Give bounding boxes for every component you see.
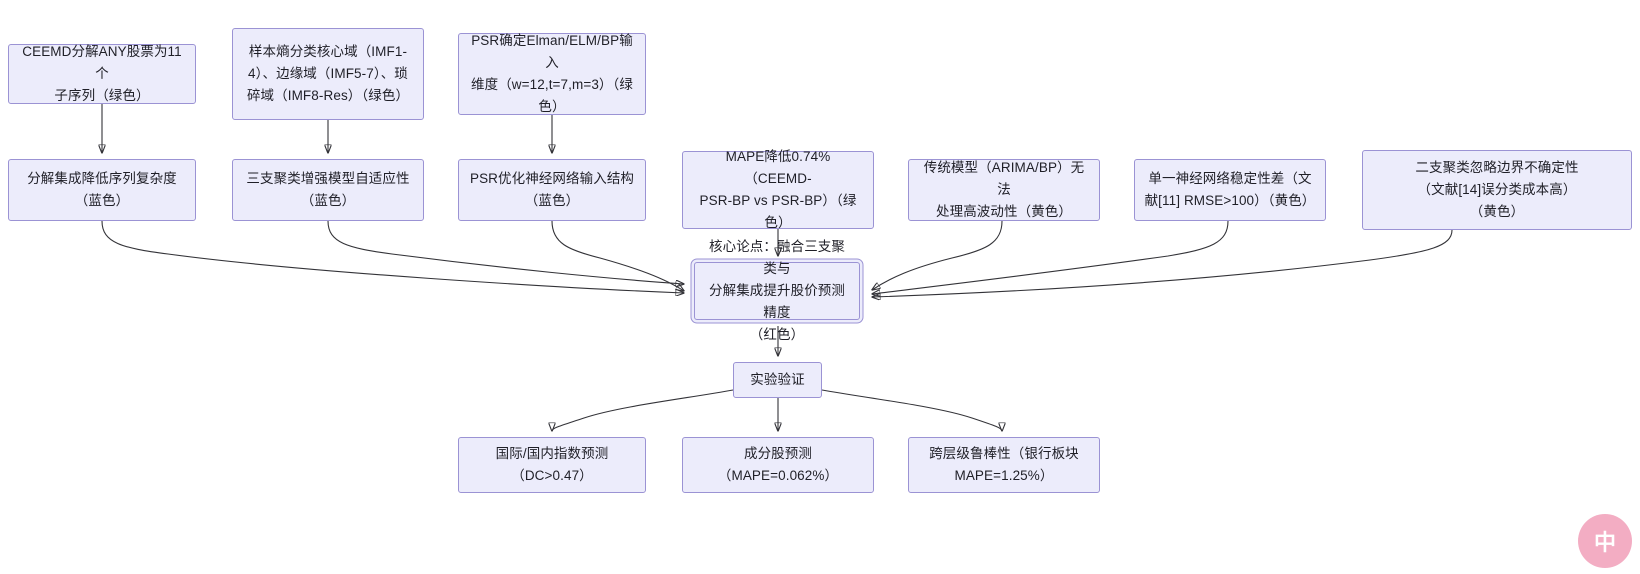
node-cross-level-robustness-result[interactable]: 跨层级鲁棒性（银行板块 MAPE=1.25%） — [908, 437, 1100, 493]
node-sample-entropy-classification[interactable]: 样本熵分类核心域（IMF1- 4）、边缘域（IMF5-7）、琐 碎域（IMF8-… — [232, 28, 424, 120]
node-label: 三支聚类增强模型自适应性 （蓝色） — [246, 171, 410, 208]
node-label: 成分股预测 （MAPE=0.062%） — [717, 446, 839, 483]
node-label: 传统模型（ARIMA/BP）无法 处理高波动性（黄色） — [923, 160, 1085, 219]
edge-n9-core — [872, 220, 1229, 294]
edge-n11-n12 — [552, 389, 734, 431]
node-label: 核心论点：融合三支聚类与 分解集成提升股价预测精度 （红色） — [709, 239, 845, 342]
node-label: PSR确定Elman/ELM/BP输入 维度（w=12,t=7,m=3）（绿 色… — [471, 33, 633, 114]
node-mape-reduction[interactable]: MAPE降低0.74%（CEEMD- PSR-BP vs PSR-BP）（绿 色… — [682, 149, 874, 230]
watermark-text: 中 — [1593, 530, 1616, 555]
node-three-way-clustering-adaptivity[interactable]: 三支聚类增强模型自适应性 （蓝色） — [232, 159, 424, 221]
node-label: 二支聚类忽略边界不确定性 （文献[14]误分类成本高） （黄色） — [1415, 160, 1579, 219]
node-label: 分解集成降低序列复杂度 （蓝色） — [27, 171, 177, 208]
edge-n11-n14 — [821, 389, 1002, 431]
node-label: 跨层级鲁棒性（银行板块 MAPE=1.25%） — [929, 446, 1079, 483]
edge-n8-core — [872, 220, 1003, 290]
node-label: CEEMD分解ANY股票为11个 子序列（绿色） — [22, 44, 182, 103]
node-label: MAPE降低0.74%（CEEMD- PSR-BP vs PSR-BP）（绿 色… — [699, 149, 857, 230]
edge-n4-core — [101, 220, 684, 293]
node-constituent-stock-result[interactable]: 成分股预测 （MAPE=0.062%） — [682, 437, 874, 493]
node-label: 单一神经网络稳定性差（文 献[11] RMSE>100）（黄色） — [1144, 171, 1316, 208]
node-core-thesis[interactable]: 核心论点：融合三支聚类与 分解集成提升股价预测精度 （红色） — [694, 239, 860, 342]
node-ceemd-decomposition[interactable]: CEEMD分解ANY股票为11个 子序列（绿色） — [8, 44, 196, 104]
edge-n10-core — [872, 229, 1453, 297]
edge-n5-core — [327, 220, 684, 284]
node-psr-optimize-network-input[interactable]: PSR优化神经网络输入结构 （蓝色） — [458, 159, 646, 221]
node-label: 实验验证 — [750, 372, 805, 388]
edge-n6-core — [551, 220, 684, 291]
node-label: 国际/国内指数预测 （DC>0.47） — [495, 446, 609, 483]
node-experimental-validation[interactable]: 实验验证 — [733, 362, 822, 398]
node-reduce-sequence-complexity[interactable]: 分解集成降低序列复杂度 （蓝色） — [8, 159, 196, 221]
node-psr-input-dimension[interactable]: PSR确定Elman/ELM/BP输入 维度（w=12,t=7,m=3）（绿 色… — [458, 33, 646, 115]
node-index-prediction-result[interactable]: 国际/国内指数预测 （DC>0.47） — [458, 437, 646, 493]
node-label: 样本熵分类核心域（IMF1- 4）、边缘域（IMF5-7）、琐 碎域（IMF8-… — [246, 44, 410, 103]
node-single-network-instability[interactable]: 单一神经网络稳定性差（文 献[11] RMSE>100）（黄色） — [1134, 159, 1326, 221]
node-label: PSR优化神经网络输入结构 （蓝色） — [469, 171, 635, 208]
node-two-way-clustering-boundary[interactable]: 二支聚类忽略边界不确定性 （文献[14]误分类成本高） （黄色） — [1362, 150, 1632, 230]
node-traditional-model-limitation[interactable]: 传统模型（ARIMA/BP）无法 处理高波动性（黄色） — [908, 159, 1100, 221]
watermark-badge: 中 — [1578, 514, 1632, 568]
